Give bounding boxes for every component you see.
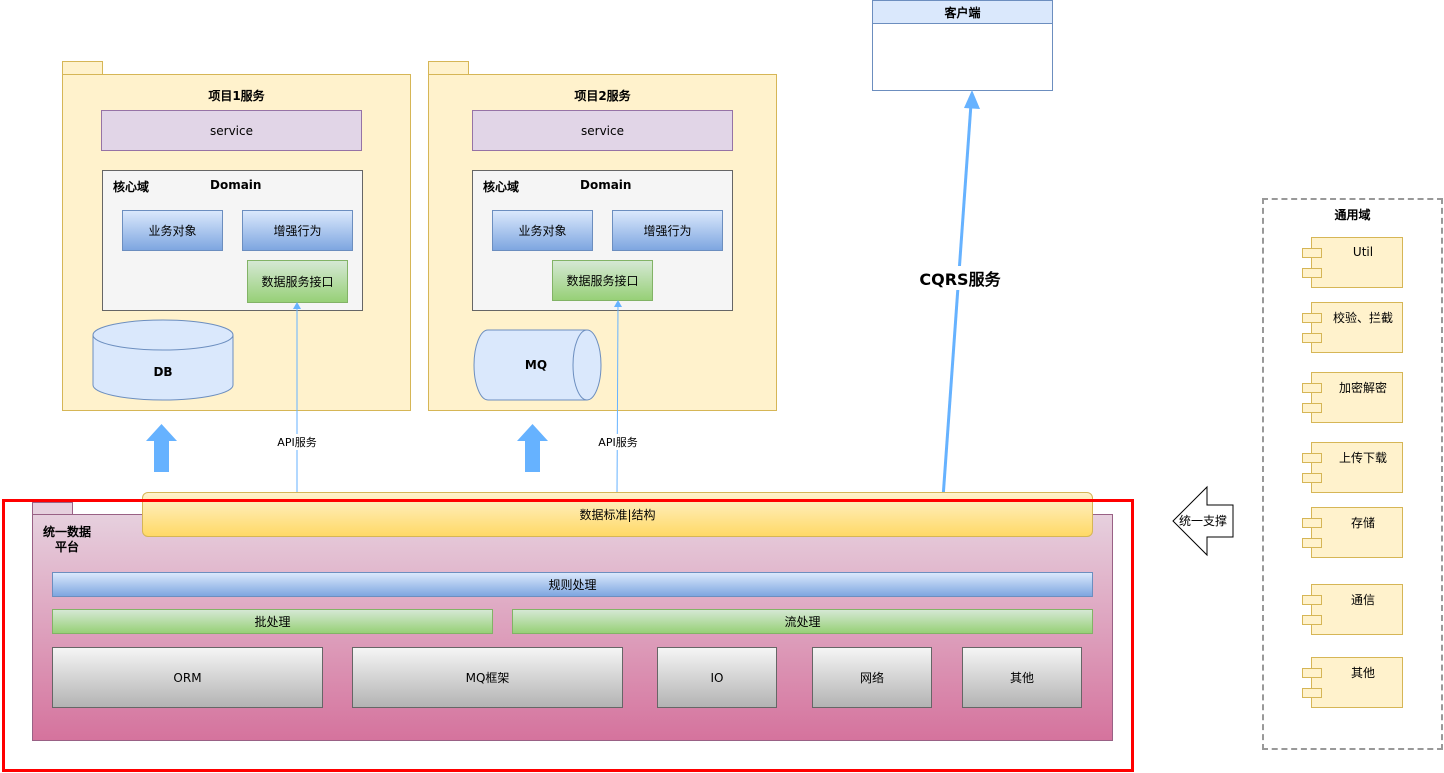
api-connector-1: [293, 302, 301, 495]
project1-core-label: 核心域: [113, 180, 150, 194]
up-arrow-icon: [146, 424, 177, 472]
component-icon: [1302, 615, 1322, 625]
component-icon: [1302, 453, 1322, 463]
project2-domain-label: Domain: [580, 178, 632, 192]
api-label-1: API服务: [262, 434, 332, 450]
component-icon: [1302, 268, 1322, 278]
component-other: 其他: [1302, 657, 1403, 708]
component-label: 加密解密: [1338, 380, 1387, 395]
project2-data-service-interface: 数据服务接口: [552, 260, 653, 301]
component-communication: 通信: [1302, 584, 1403, 635]
component-icon: [1302, 383, 1322, 393]
component-icon: [1302, 538, 1322, 548]
component-icon: [1302, 403, 1322, 413]
highlight-frame: [2, 499, 1134, 772]
component-icon: [1302, 595, 1322, 605]
cqrs-label: CQRS服务: [905, 266, 1015, 290]
project1-title: 项目1服务: [208, 88, 265, 103]
framework-mq: MQ框架: [352, 647, 623, 708]
project2-mq-label: MQ: [524, 358, 548, 372]
project1-package-tab: [62, 61, 103, 75]
project2-business-object: 业务对象: [492, 210, 593, 251]
rule-processing-bar: 规则处理: [52, 572, 1093, 597]
framework-orm: ORM: [52, 647, 323, 708]
component-label: 通信: [1350, 592, 1375, 607]
component-label: Util: [1352, 245, 1374, 259]
component-validation: 校验、拦截: [1302, 302, 1403, 353]
component-icon: [1302, 248, 1322, 258]
framework-network: 网络: [812, 647, 932, 708]
support-arrow-label: 统一支撑: [1178, 513, 1227, 528]
cqrs-arrow: [941, 90, 980, 499]
project1-data-service-interface: 数据服务接口: [247, 260, 348, 303]
component-upload-download: 上传下载: [1302, 442, 1403, 493]
component-icon: [1302, 473, 1322, 483]
api-connector-2: [614, 300, 622, 496]
support-arrow-icon: [1172, 485, 1234, 557]
common-domain-title: 通用域: [1334, 207, 1371, 222]
client-title: 客户端: [873, 1, 1052, 24]
project2-enhance-behavior: 增强行为: [612, 210, 723, 251]
project2-package-tab: [428, 61, 469, 75]
component-icon: [1302, 688, 1322, 698]
batch-processing-bar: 批处理: [52, 609, 493, 634]
api-label-2: API服务: [583, 434, 653, 450]
component-label: 校验、拦截: [1332, 310, 1393, 325]
project1-domain-label: Domain: [210, 178, 262, 192]
component-icon: [1302, 518, 1322, 528]
project2-core-label: 核心域: [483, 180, 520, 194]
project2-mq-cylinder: [473, 329, 602, 401]
project1-service: service: [101, 110, 362, 151]
framework-other: 其他: [962, 647, 1082, 708]
project1-db-cylinder: [92, 319, 234, 401]
component-label: 其他: [1350, 665, 1375, 680]
project1-enhance-behavior: 增强行为: [242, 210, 353, 251]
component-label: 上传下载: [1338, 450, 1387, 465]
project1-business-object: 业务对象: [122, 210, 223, 251]
project2-service: service: [472, 110, 733, 151]
component-icon: [1302, 668, 1322, 678]
component-icon: [1302, 313, 1322, 323]
framework-io: IO: [657, 647, 777, 708]
up-arrow-icon: [517, 424, 548, 472]
project2-title: 项目2服务: [574, 88, 631, 103]
platform-title: 统一数据 平台: [42, 525, 91, 554]
component-icon: [1302, 333, 1322, 343]
component-util: Util: [1302, 237, 1403, 288]
project1-db-label: DB: [153, 365, 173, 379]
stream-processing-bar: 流处理: [512, 609, 1093, 634]
component-storage: 存储: [1302, 507, 1403, 558]
client-box: 客户端: [872, 0, 1053, 91]
component-encryption: 加密解密: [1302, 372, 1403, 423]
component-label: 存储: [1350, 515, 1375, 530]
common-domain-container: 通用域: [1262, 198, 1443, 750]
